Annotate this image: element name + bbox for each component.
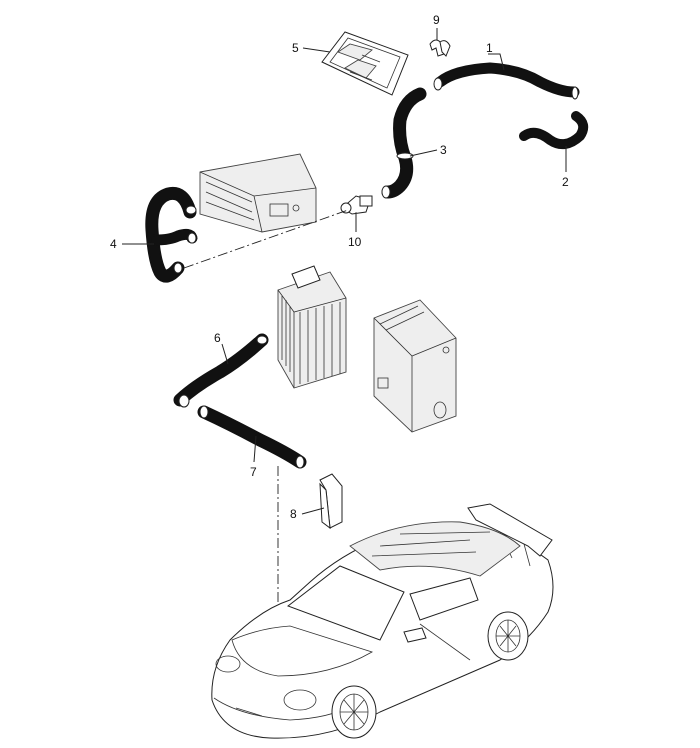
part-2-hose[interactable] — [519, 111, 589, 150]
callout-1: 1 — [486, 41, 493, 55]
callout-7: 7 — [250, 465, 257, 479]
part-10-valve[interactable] — [340, 195, 373, 222]
navigation-unit — [373, 299, 457, 433]
callout-4: 4 — [110, 237, 117, 251]
part-6-hose[interactable] — [173, 333, 269, 408]
callout-6: 6 — [214, 331, 221, 345]
callout-10: 10 — [348, 235, 362, 249]
callout-5: 5 — [292, 41, 299, 55]
part-3-hose[interactable] — [381, 87, 427, 199]
part-5-tray[interactable] — [321, 31, 409, 96]
part-7-hose[interactable] — [197, 405, 307, 469]
amplifier-unit — [277, 265, 347, 389]
leader-lines — [122, 28, 567, 515]
part-8-duct[interactable] — [319, 473, 343, 530]
part-1-hose[interactable] — [433, 62, 580, 100]
callout-8: 8 — [290, 507, 297, 521]
control-unit-top — [199, 153, 317, 233]
car-outline — [211, 503, 554, 739]
callout-9: 9 — [433, 13, 440, 27]
connection-line-4-10 — [183, 209, 349, 269]
callout-2: 2 — [562, 175, 569, 189]
callout-3: 3 — [440, 143, 447, 157]
part-4-hose[interactable] — [145, 186, 198, 283]
part-9-clip[interactable] — [429, 39, 451, 57]
